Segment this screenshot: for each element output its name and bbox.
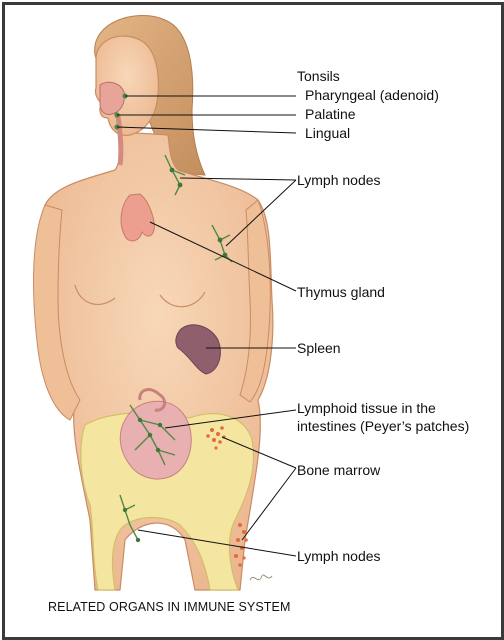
label-tonsils: Tonsils: [297, 68, 340, 84]
label-pharyngeal: Pharyngeal (adenoid): [305, 87, 439, 103]
label-bone-marrow: Bone marrow: [297, 462, 381, 478]
thymus-gland: [120, 193, 155, 242]
label-lymphoid-line1: Lymphoid tissue in the: [297, 400, 436, 416]
body-silhouette: [41, 131, 274, 591]
right-arm: [239, 199, 271, 403]
spleen: [175, 324, 221, 375]
artist-signature: [249, 574, 273, 581]
label-spleen: Spleen: [297, 340, 341, 356]
breasts: [74, 284, 206, 308]
label-lingual: Lingual: [305, 125, 351, 141]
label-palatine: Palatine: [305, 106, 356, 122]
lymph-node-dots: [122, 167, 228, 543]
label-lymph-nodes-upper: Lymph nodes: [297, 172, 381, 188]
face-cutaway: [99, 81, 125, 115]
label-lymphoid-line2: intestines (Peyer’s patches): [297, 418, 470, 434]
label-thymus-gland: Thymus gland: [297, 284, 385, 300]
left-arm: [33, 204, 81, 421]
label-lymph-nodes-lower: Lymph nodes: [297, 548, 381, 564]
leader-lines: [116, 95, 297, 557]
bone-marrow-marks: [206, 426, 248, 567]
pelvis: [80, 412, 255, 591]
figure-caption: RELATED ORGANS IN IMMUNE SYSTEM: [48, 600, 291, 614]
